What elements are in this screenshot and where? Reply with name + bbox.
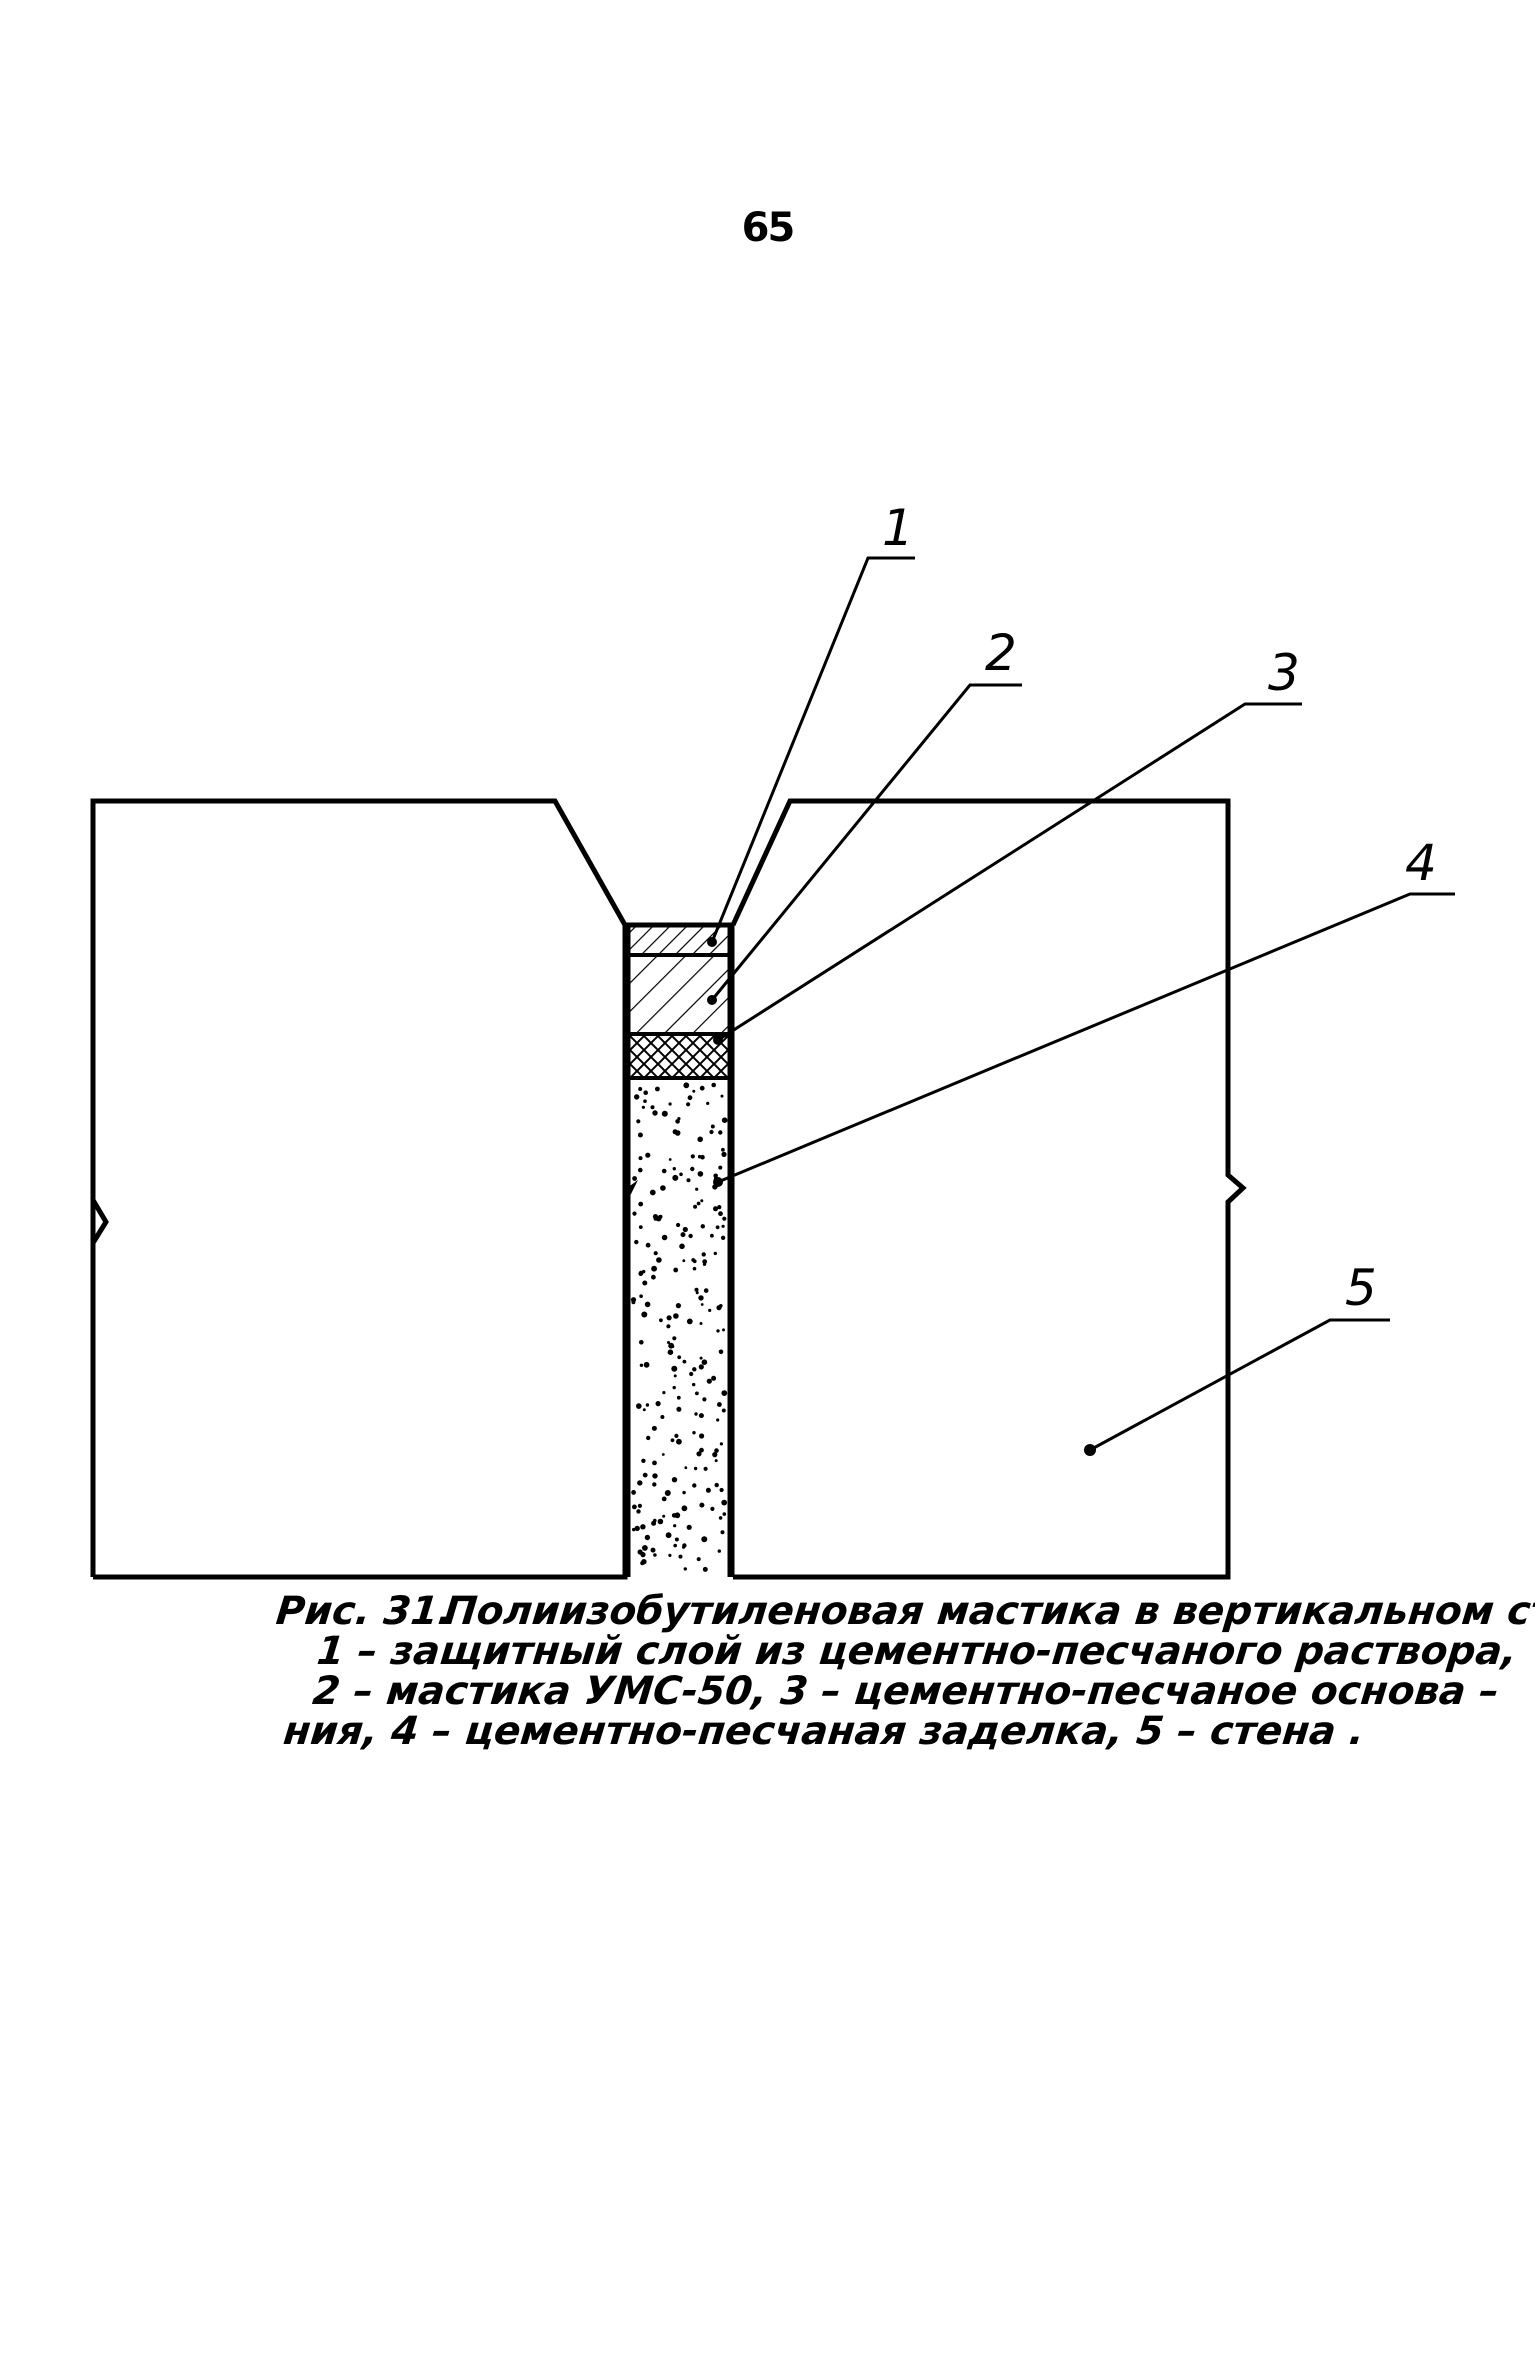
page-number: 65 <box>741 205 796 251</box>
caption-line-3: ния, 4 – цементно-песчаная заделка, 5 – … <box>281 1709 1367 1754</box>
leader-2 <box>710 683 1022 1001</box>
callout-4: 4 <box>1405 834 1437 892</box>
caption-title: Полиизобутиленовая мастика в вертикально… <box>441 1589 1535 1634</box>
leader-lines <box>710 556 1455 1452</box>
leader-5 <box>1089 1318 1390 1452</box>
callout-3: 3 <box>1268 644 1300 702</box>
caption-label: Рис. 31. <box>273 1589 456 1634</box>
leader-dots <box>627 937 1096 1456</box>
leader-3 <box>717 702 1302 1042</box>
callout-1: 1 <box>882 499 914 557</box>
left-wall-outline <box>90 798 628 1580</box>
caption-line-2: 2 – мастика УМС-50, 3 – цементно-песчано… <box>310 1669 1502 1714</box>
callout-5: 5 <box>1345 1259 1377 1317</box>
sand-dots <box>630 1082 728 1572</box>
leader-4 <box>717 892 1455 1184</box>
leader-1 <box>710 556 915 943</box>
right-wall-outline <box>730 798 1247 1580</box>
caption-line-1: 1 – защитный слой из цементно-песчаного … <box>314 1629 1520 1674</box>
figure-caption: Рис. 31.Полиизобутиленовая мастика в вер… <box>262 1589 1535 1754</box>
callout-2: 2 <box>985 624 1017 682</box>
layer-4-cement-sand-filling <box>627 1078 731 1577</box>
